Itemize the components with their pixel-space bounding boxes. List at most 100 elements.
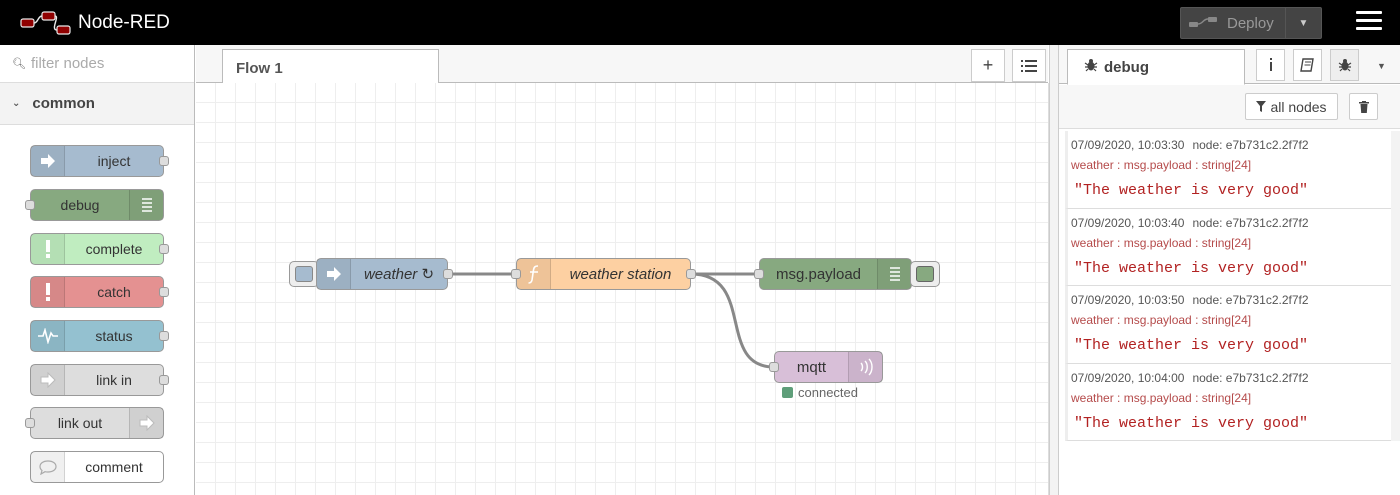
flow-node-mqtt[interactable]: mqtt [769, 351, 883, 383]
palette-node-debug[interactable]: debug [25, 189, 164, 221]
message-timestamp: 07/09/2020, 10:03:30 [1071, 138, 1185, 152]
deploy-menu-caret-icon[interactable]: ▼ [1285, 8, 1321, 38]
palette-node-link-out[interactable]: link out [25, 407, 164, 439]
debug-toolbar: all nodes [1059, 85, 1400, 129]
category-label: common [32, 95, 95, 112]
bridge-icon [848, 352, 882, 382]
debug-message[interactable]: 07/09/2020, 10:03:30 node: e7b731c2.2f7f2… [1065, 131, 1391, 209]
workspace-tabbar: Flow 1 + [196, 45, 1048, 84]
message-path: weather : msg.payload : string[24] [1071, 313, 1252, 327]
palette-node-complete[interactable]: complete [30, 233, 169, 265]
chevron-down-icon: ⌄ [12, 98, 21, 109]
input-port[interactable] [769, 362, 779, 372]
flow-node-debug-msg-payload[interactable]: msg.payload [754, 258, 912, 290]
node-red-logo-icon [20, 11, 71, 35]
debug-message[interactable]: 07/09/2020, 10:03:40 node: e7b731c2.2f7f2… [1065, 208, 1391, 286]
message-value: "The weather is very good" [1074, 259, 1309, 277]
add-flow-plus-icon[interactable]: + [971, 49, 1005, 82]
search-icon: 🔍︎ [12, 58, 26, 70]
speech-bubble-icon [31, 452, 65, 482]
link-in-icon [31, 365, 65, 395]
link-out-icon [129, 408, 163, 438]
message-timestamp: 07/09/2020, 10:03:40 [1071, 215, 1185, 230]
main-menu-icon[interactable] [1356, 11, 1382, 33]
app-title: Node-RED [78, 12, 170, 33]
arrow-in-icon [31, 146, 65, 176]
output-port[interactable] [159, 287, 169, 297]
input-port[interactable] [511, 269, 521, 279]
tab-debug[interactable]: debug [1067, 49, 1245, 85]
inject-trigger-button[interactable] [289, 261, 319, 287]
message-value: "The weather is very good" [1074, 337, 1309, 354]
deploy-icon [1181, 8, 1227, 38]
mqtt-status: connected [782, 385, 858, 400]
flow-node-function-weather-station[interactable]: weather station [511, 258, 696, 290]
debug-message[interactable]: 07/09/2020, 10:03:50 node: e7b731c2.2f7f2… [1065, 286, 1391, 364]
palette-node-inject[interactable]: inject [30, 145, 169, 177]
message-timestamp: 07/09/2020, 10:04:00 [1071, 370, 1185, 385]
header-bar: Node-RED Deploy ▼ [0, 0, 1400, 45]
filter-nodes-input[interactable] [30, 55, 191, 72]
output-port[interactable] [443, 269, 453, 279]
wire-function-mqtt [690, 272, 775, 369]
palette-node-catch[interactable]: catch [30, 276, 169, 308]
palette-node-status[interactable]: status [30, 320, 169, 352]
message-node-id[interactable]: node: e7b731c2.2f7f2 [1192, 138, 1309, 152]
message-path: weather : msg.payload : string[24] [1071, 235, 1252, 250]
sidebar-splitter[interactable] [1049, 45, 1059, 495]
filter-nodes-button[interactable]: all nodes [1245, 93, 1338, 120]
debug-bug-icon[interactable] [1330, 49, 1359, 81]
message-path: weather : msg.payload : string[24] [1071, 390, 1252, 405]
message-node-id[interactable]: node: e7b731c2.2f7f2 [1192, 293, 1309, 307]
info-icon[interactable] [1256, 49, 1285, 81]
palette-node-link-in[interactable]: link in [30, 364, 169, 396]
clear-messages-button[interactable] [1349, 93, 1378, 120]
message-value: "The weather is very good" [1074, 182, 1309, 199]
bug-icon [1084, 58, 1098, 76]
list-icon [129, 190, 163, 220]
message-node-id[interactable]: node: e7b731c2.2f7f2 [1192, 215, 1309, 230]
message-path: weather : msg.payload : string[24] [1071, 158, 1252, 172]
debug-toggle-button[interactable] [910, 261, 940, 287]
help-book-icon[interactable] [1293, 49, 1322, 81]
flow-list-icon[interactable] [1012, 49, 1046, 82]
flow-canvas[interactable]: weather ↻ weather station msg.payload mq… [196, 83, 1048, 495]
palette-node-comment[interactable]: comment [30, 451, 164, 483]
list-icon [877, 259, 911, 289]
node-palette: 🔍︎ ⌄ common inject debug complete catch … [0, 45, 195, 495]
input-port[interactable] [754, 269, 764, 279]
wires [448, 272, 775, 369]
message-timestamp: 07/09/2020, 10:03:50 [1071, 293, 1185, 307]
output-port[interactable] [159, 331, 169, 341]
sidebar-menu-caret-icon[interactable]: ▼ [1377, 61, 1386, 71]
output-port[interactable] [159, 156, 169, 166]
output-port[interactable] [159, 244, 169, 254]
palette-search: 🔍︎ [0, 45, 194, 83]
message-value: "The weather is very good" [1074, 414, 1309, 432]
exclamation-icon [31, 277, 65, 307]
exclamation-icon [31, 234, 65, 264]
input-port[interactable] [25, 418, 35, 428]
sidebar: debug ▼ all nodes 07/09/2020, 10:03:30 no… [1059, 45, 1400, 495]
filter-icon [1256, 101, 1267, 112]
function-icon [517, 259, 551, 289]
trash-icon [1358, 100, 1369, 113]
category-header-common[interactable]: ⌄ common [0, 83, 194, 125]
workspace: Flow 1 + weather ↻ weather station [196, 45, 1058, 495]
input-port[interactable] [25, 200, 35, 210]
flow-node-inject-weather[interactable]: weather ↻ [316, 258, 453, 290]
deploy-label: Deploy [1227, 14, 1274, 32]
app-logo: Node-RED [20, 10, 170, 36]
deploy-button[interactable]: Deploy ▼ [1180, 7, 1322, 39]
output-port[interactable] [686, 269, 696, 279]
heartbeat-icon [31, 321, 65, 351]
message-node-id[interactable]: node: e7b731c2.2f7f2 [1192, 370, 1309, 385]
debug-message[interactable]: 07/09/2020, 10:04:00 node: e7b731c2.2f7f2… [1065, 363, 1391, 441]
output-port[interactable] [159, 375, 169, 385]
arrow-in-icon [317, 259, 351, 289]
sidebar-scrollbar[interactable] [1391, 131, 1400, 441]
tab-flow-1[interactable]: Flow 1 [222, 49, 439, 84]
status-dot-icon [782, 387, 793, 398]
sidebar-tabbar: debug ▼ [1059, 45, 1400, 85]
debug-message-list: 07/09/2020, 10:03:30 node: e7b731c2.2f7f2… [1065, 131, 1391, 441]
